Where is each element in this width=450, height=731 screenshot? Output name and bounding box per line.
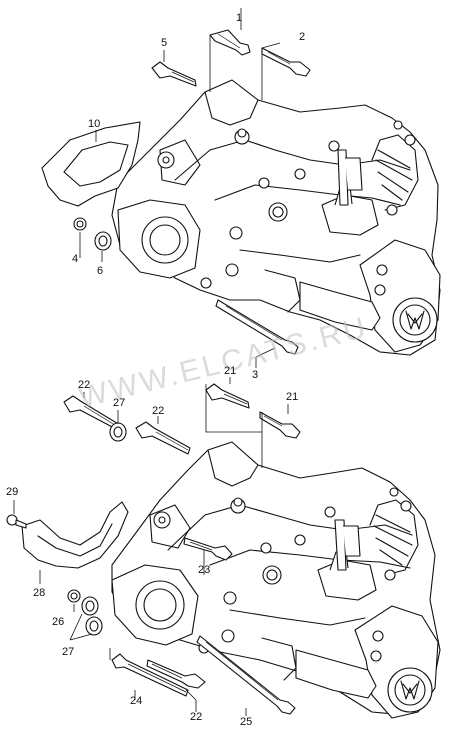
bolt-21-left [205, 383, 250, 409]
callout-22-right: 22 [152, 405, 164, 417]
bolt-29 [6, 514, 27, 529]
callout-28: 28 [33, 587, 45, 599]
cover-plate-10 [41, 121, 141, 207]
callout-23: 23 [198, 564, 210, 576]
sleeve-27-lower-a [81, 596, 99, 616]
bolt-22-top-right [135, 421, 191, 455]
bolt-24 [111, 653, 189, 697]
callout-27-lower: 27 [62, 646, 74, 658]
gearbox-housing-bottom [111, 441, 441, 719]
bolt-23 [183, 537, 233, 561]
nut-4-top [73, 217, 87, 231]
callout-27-top: 27 [113, 397, 125, 409]
callout-21-left: 21 [224, 365, 236, 377]
callout-24: 24 [130, 695, 142, 707]
callout-26: 26 [52, 616, 64, 628]
callout-numbers: 1 2 5 10 4 6 3 21 21 22 27 22 23 29 28 2… [6, 12, 305, 728]
gearbox-housing-top [111, 79, 441, 356]
callout-6: 6 [97, 265, 103, 277]
callout-4: 4 [72, 253, 78, 265]
callout-2: 2 [299, 31, 305, 43]
cover-plate-28 [21, 501, 129, 569]
bolt-21-right [259, 411, 301, 439]
bolt-25-long [196, 635, 296, 715]
callout-22-lower: 22 [190, 711, 202, 723]
nut-26 [67, 589, 81, 603]
bolt-22-lower [146, 659, 206, 689]
sleeve-27-lower-b [85, 616, 103, 636]
callout-3: 3 [252, 369, 258, 381]
bolt-1-top [209, 29, 251, 56]
callout-10: 10 [88, 118, 100, 130]
callout-25: 25 [240, 716, 252, 728]
bolt-5-top [151, 61, 197, 87]
callout-21-right: 21 [286, 391, 298, 403]
callout-lines-top [79, 8, 281, 368]
bolt-2-top [261, 47, 311, 77]
bolt-3-long [215, 299, 299, 355]
callout-1: 1 [236, 12, 242, 24]
callout-22-left: 22 [78, 379, 90, 391]
callout-lines-bottom [13, 377, 289, 716]
callout-5: 5 [161, 37, 167, 49]
sleeve-6-top [94, 231, 112, 251]
callout-29: 29 [6, 486, 18, 498]
sleeve-27-top [109, 422, 127, 442]
